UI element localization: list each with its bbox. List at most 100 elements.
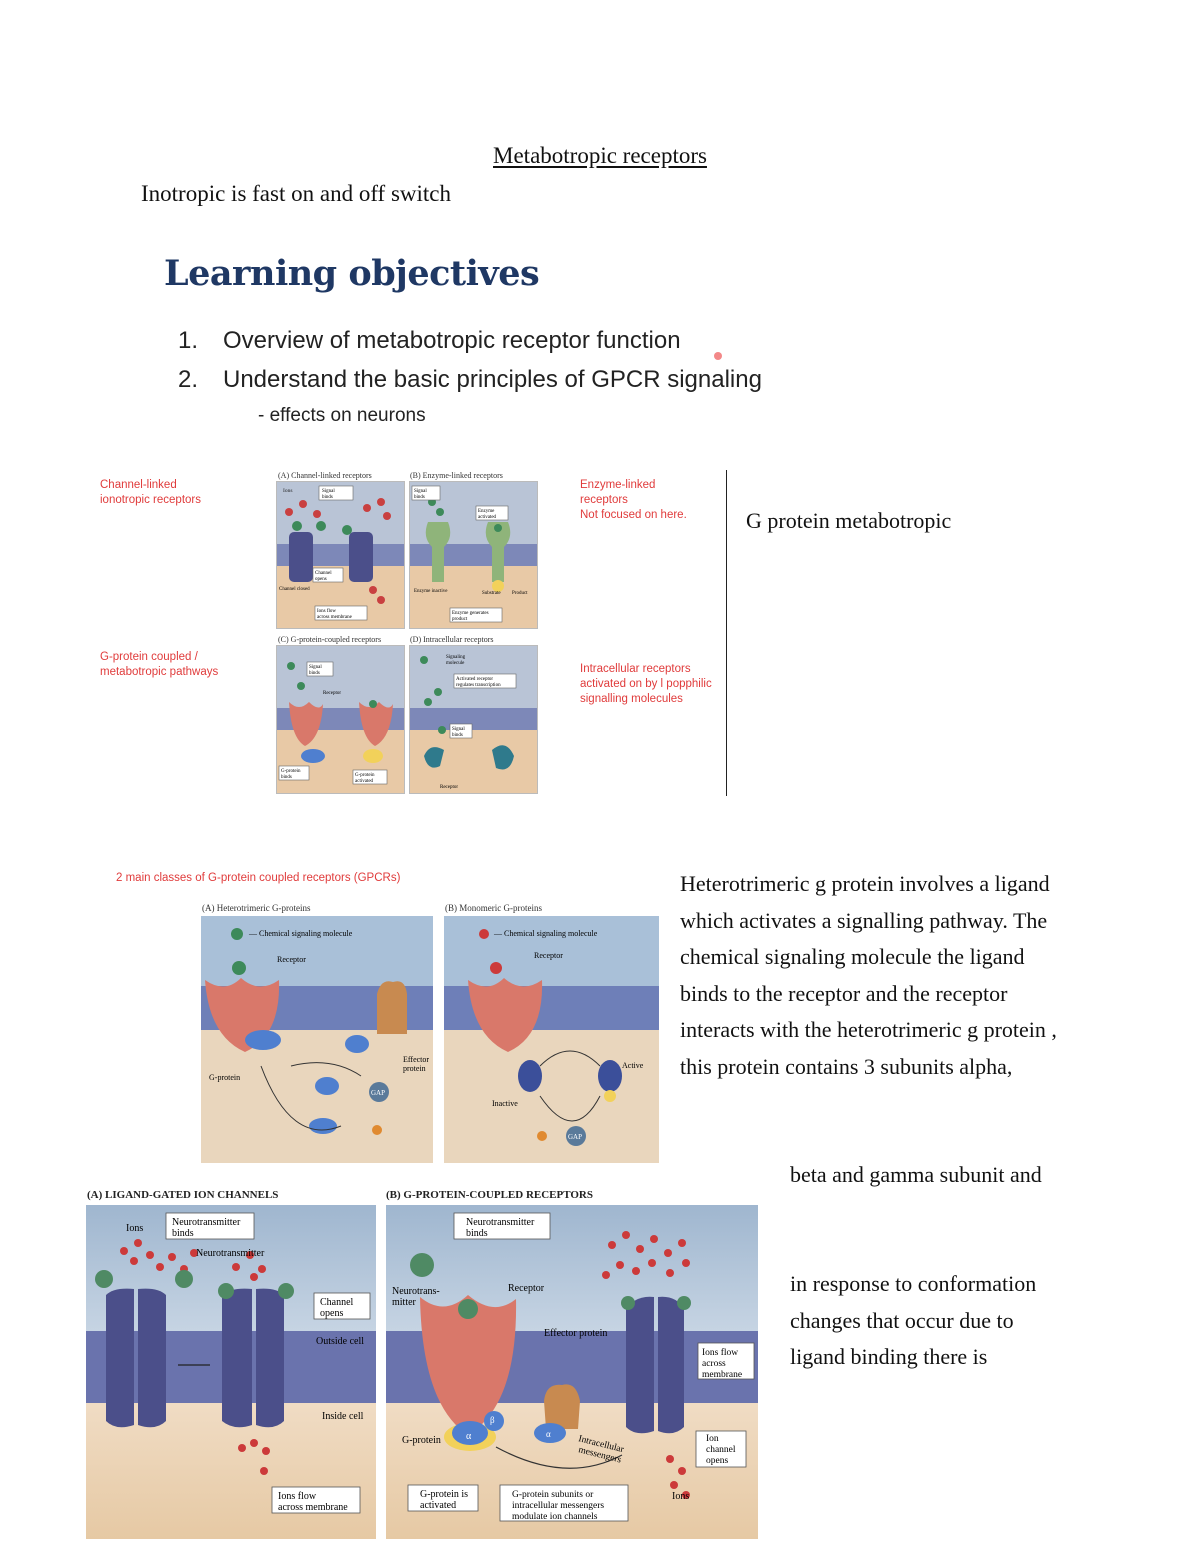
svg-text:binds: binds <box>322 495 333 500</box>
objective-text: Overview of metabotropic receptor functi… <box>223 327 681 354</box>
svg-text:across membrane: across membrane <box>317 615 353 620</box>
paragraph-heterotrimeric: Heterotrimeric g protein involves a liga… <box>680 871 1057 1079</box>
svg-text:intracellular messengers: intracellular messengers <box>512 1501 604 1511</box>
svg-text:molecule: molecule <box>446 661 465 666</box>
svg-text:binds: binds <box>466 1228 488 1239</box>
note-channel-linked: Channel-linked ionotropic receptors <box>100 479 201 506</box>
page-title: Metabotropic receptors <box>493 143 707 168</box>
svg-text:binds: binds <box>452 733 463 738</box>
svg-text:β: β <box>490 1415 495 1425</box>
svg-text:opens: opens <box>315 577 327 582</box>
svg-text:Neurotransmitter: Neurotransmitter <box>196 1248 265 1259</box>
svg-text:Signal: Signal <box>414 489 427 494</box>
svg-text:Ions: Ions <box>283 488 292 494</box>
svg-text:Signal: Signal <box>452 727 465 732</box>
objective-number: 1. <box>178 327 199 354</box>
svg-text:Enzyme inactive: Enzyme inactive <box>414 589 448 594</box>
svg-text:activated: activated <box>355 779 374 784</box>
svg-text:Outside cell: Outside cell <box>316 1336 364 1347</box>
svg-text:Inactive: Inactive <box>492 1099 518 1108</box>
svg-text:α: α <box>466 1431 472 1442</box>
panel-a-caption: (A) Channel-linked receptors <box>278 471 372 480</box>
svg-text:binds: binds <box>309 671 320 676</box>
svg-text:Channel closed: Channel closed <box>279 587 310 592</box>
svg-text:G-protein: G-protein <box>209 1073 240 1082</box>
note-intracellular: Intracellular receptors activated on by … <box>580 663 712 705</box>
svg-text:Signal: Signal <box>309 665 322 670</box>
svg-text:membrane: membrane <box>702 1370 742 1380</box>
svg-text:Signaling: Signaling <box>446 655 466 660</box>
svg-text:product: product <box>452 617 468 622</box>
svg-text:Neurotransmitter: Neurotransmitter <box>466 1217 535 1228</box>
svg-text:Active: Active <box>622 1061 644 1070</box>
panel-c-caption: (C) G-protein-coupled receptors <box>278 635 382 644</box>
svg-text:— Chemical signaling molecule: — Chemical signaling molecule <box>493 929 598 938</box>
svg-text:Substrate: Substrate <box>482 591 501 596</box>
svg-text:binds: binds <box>281 775 292 780</box>
intro-line: Inotropic is fast on and off switch <box>141 181 452 206</box>
svg-text:across: across <box>702 1359 726 1369</box>
svg-text:regulates transcription: regulates transcription <box>456 683 501 688</box>
svg-text:channel: channel <box>706 1445 736 1455</box>
svg-text:modulate ion channels: modulate ion channels <box>512 1512 598 1522</box>
svg-text:Effector protein: Effector protein <box>544 1328 607 1339</box>
svg-text:Neurotransmitter: Neurotransmitter <box>172 1217 241 1228</box>
svg-text:Receptor: Receptor <box>323 691 341 696</box>
svg-text:activated: activated <box>420 1500 456 1511</box>
panel-d-caption: (D) Intracellular receptors <box>410 635 494 644</box>
objective-subpoint: - effects on neurons <box>258 405 426 426</box>
objective-2: 2. Understand the basic principles of GPC… <box>178 366 762 394</box>
svg-text:binds: binds <box>414 495 425 500</box>
objective-text: Understand the basic principles of GPCR … <box>223 366 762 393</box>
svg-text:Receptor: Receptor <box>534 951 563 960</box>
svg-text:Signal: Signal <box>322 489 335 494</box>
svg-text:Enzyme: Enzyme <box>478 509 495 514</box>
svg-text:GAP: GAP <box>371 1089 385 1097</box>
svg-text:Ion: Ion <box>706 1434 719 1444</box>
svg-text:Enzyme generates: Enzyme generates <box>452 611 489 616</box>
svg-text:Receptor: Receptor <box>440 785 458 790</box>
svg-text:Inside cell: Inside cell <box>322 1411 364 1422</box>
paragraph-subunits: beta and gamma subunit and <box>790 1162 1042 1187</box>
figure2-panel-b: — Chemical signaling molecule Receptor A… <box>444 916 659 1163</box>
objective-1: 1. Overview of metabotropic receptor func… <box>178 327 681 355</box>
svg-text:mitter: mitter <box>392 1297 417 1308</box>
note-gprotein: G-protein coupled / metabotropic pathway… <box>100 651 219 678</box>
objective-number: 2. <box>178 366 199 393</box>
svg-text:G-protein: G-protein <box>281 769 301 774</box>
svg-text:G-protein is: G-protein is <box>420 1489 468 1500</box>
svg-text:Ions: Ions <box>672 1491 689 1502</box>
svg-text:Neurotrans-: Neurotrans- <box>392 1286 440 1297</box>
svg-text:activated: activated <box>478 515 497 520</box>
svg-text:Receptor: Receptor <box>508 1283 545 1294</box>
paragraph-conformation: in response to conformation changes that… <box>790 1271 1037 1369</box>
vertical-divider <box>726 470 727 796</box>
svg-text:Ions flow: Ions flow <box>278 1491 317 1502</box>
svg-text:Ions: Ions <box>126 1223 143 1234</box>
svg-text:opens: opens <box>706 1456 728 1466</box>
svg-text:opens: opens <box>320 1308 343 1319</box>
monomeric-diagram: — Chemical signaling molecule Receptor A… <box>444 916 659 1163</box>
svg-text:Effector: Effector <box>403 1055 429 1064</box>
cursor-dot <box>714 352 722 360</box>
svg-text:Channel: Channel <box>315 571 332 576</box>
svg-text:Product: Product <box>512 591 528 596</box>
figure2-caption: 2 main classes of G-protein coupled rece… <box>116 872 401 884</box>
svg-text:GAP: GAP <box>568 1133 582 1141</box>
svg-text:α: α <box>546 1429 551 1439</box>
figure2-panel-b-caption: (B) Monomeric G-proteins <box>445 903 542 913</box>
svg-text:protein: protein <box>403 1064 426 1073</box>
gprotein-label: G protein metabotropic <box>746 508 952 533</box>
svg-text:Ions flow: Ions flow <box>317 609 336 614</box>
